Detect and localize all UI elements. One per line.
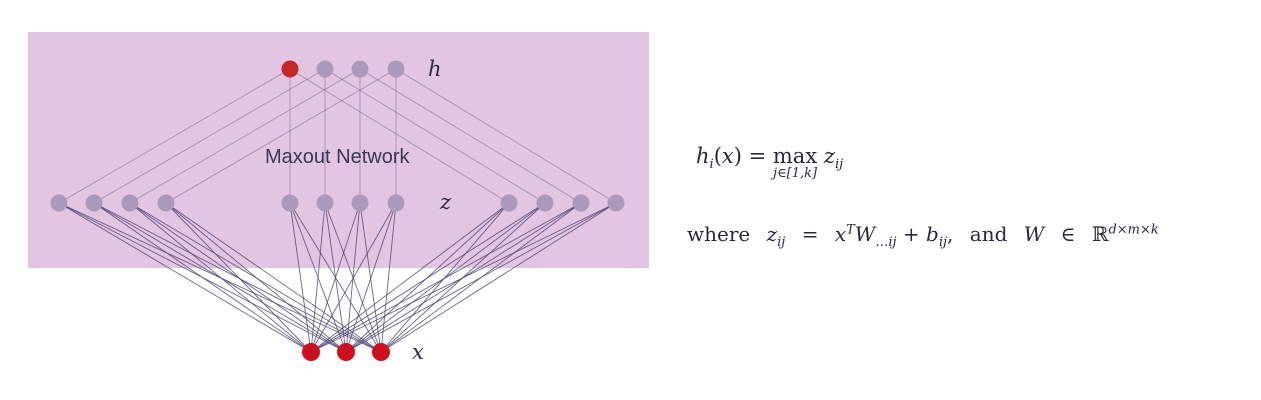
z-node (351, 194, 369, 212)
edge-input-to-z (310, 202, 510, 353)
h-node (351, 60, 369, 78)
edges (58, 68, 617, 353)
z-node (157, 194, 175, 212)
edge-z-to-h (324, 68, 546, 204)
edge-input-to-z (380, 202, 546, 353)
label-x: x (412, 340, 424, 364)
edge-input-to-z (324, 202, 382, 353)
edge-input-to-z (345, 202, 510, 353)
edge-input-to-z (58, 202, 382, 353)
edge-z-to-h (289, 68, 510, 204)
diagram-title: Maxout Network (265, 146, 410, 168)
edge-input-to-z (380, 202, 510, 353)
edge-z-to-h (93, 68, 326, 204)
z-node (85, 194, 103, 212)
edge-input-to-z (289, 202, 312, 353)
edge-input-to-z (380, 202, 397, 353)
edge-input-to-z (345, 202, 397, 353)
z-node (281, 194, 299, 212)
edge-input-to-z (380, 202, 582, 353)
edge-input-to-z (289, 202, 382, 353)
h-node (316, 60, 334, 78)
x-node (372, 343, 390, 361)
edge-input-to-z (58, 202, 312, 353)
edge-input-to-z (93, 202, 382, 353)
formula-definition: where zij = xTW…ij + bij, and W ∈ ℝd×m×k (687, 222, 1159, 250)
label-h: h (428, 57, 442, 81)
z-node (50, 194, 68, 212)
edge-z-to-h (129, 68, 361, 204)
edge-input-to-z (310, 202, 397, 353)
z-node (536, 194, 554, 212)
z-node (316, 194, 334, 212)
nodes (50, 60, 625, 361)
h-node-active (281, 60, 299, 78)
x-node (337, 343, 355, 361)
edge-z-to-h (58, 68, 291, 204)
edge-input-to-z (165, 202, 382, 353)
x-node (302, 343, 320, 361)
z-node (607, 194, 625, 212)
edge-input-to-z (129, 202, 382, 353)
z-node (387, 194, 405, 212)
z-node (500, 194, 518, 212)
z-node (121, 194, 139, 212)
edge-input-to-z (58, 202, 347, 353)
edge-z-to-h (395, 68, 617, 204)
edge-z-to-h (359, 68, 582, 204)
h-node (387, 60, 405, 78)
edge-input-to-z (359, 202, 382, 353)
edge-input-to-z (380, 202, 617, 353)
edge-z-to-h (165, 68, 397, 204)
edge-input-to-z (289, 202, 347, 353)
label-z: z (439, 190, 452, 214)
z-node (572, 194, 590, 212)
